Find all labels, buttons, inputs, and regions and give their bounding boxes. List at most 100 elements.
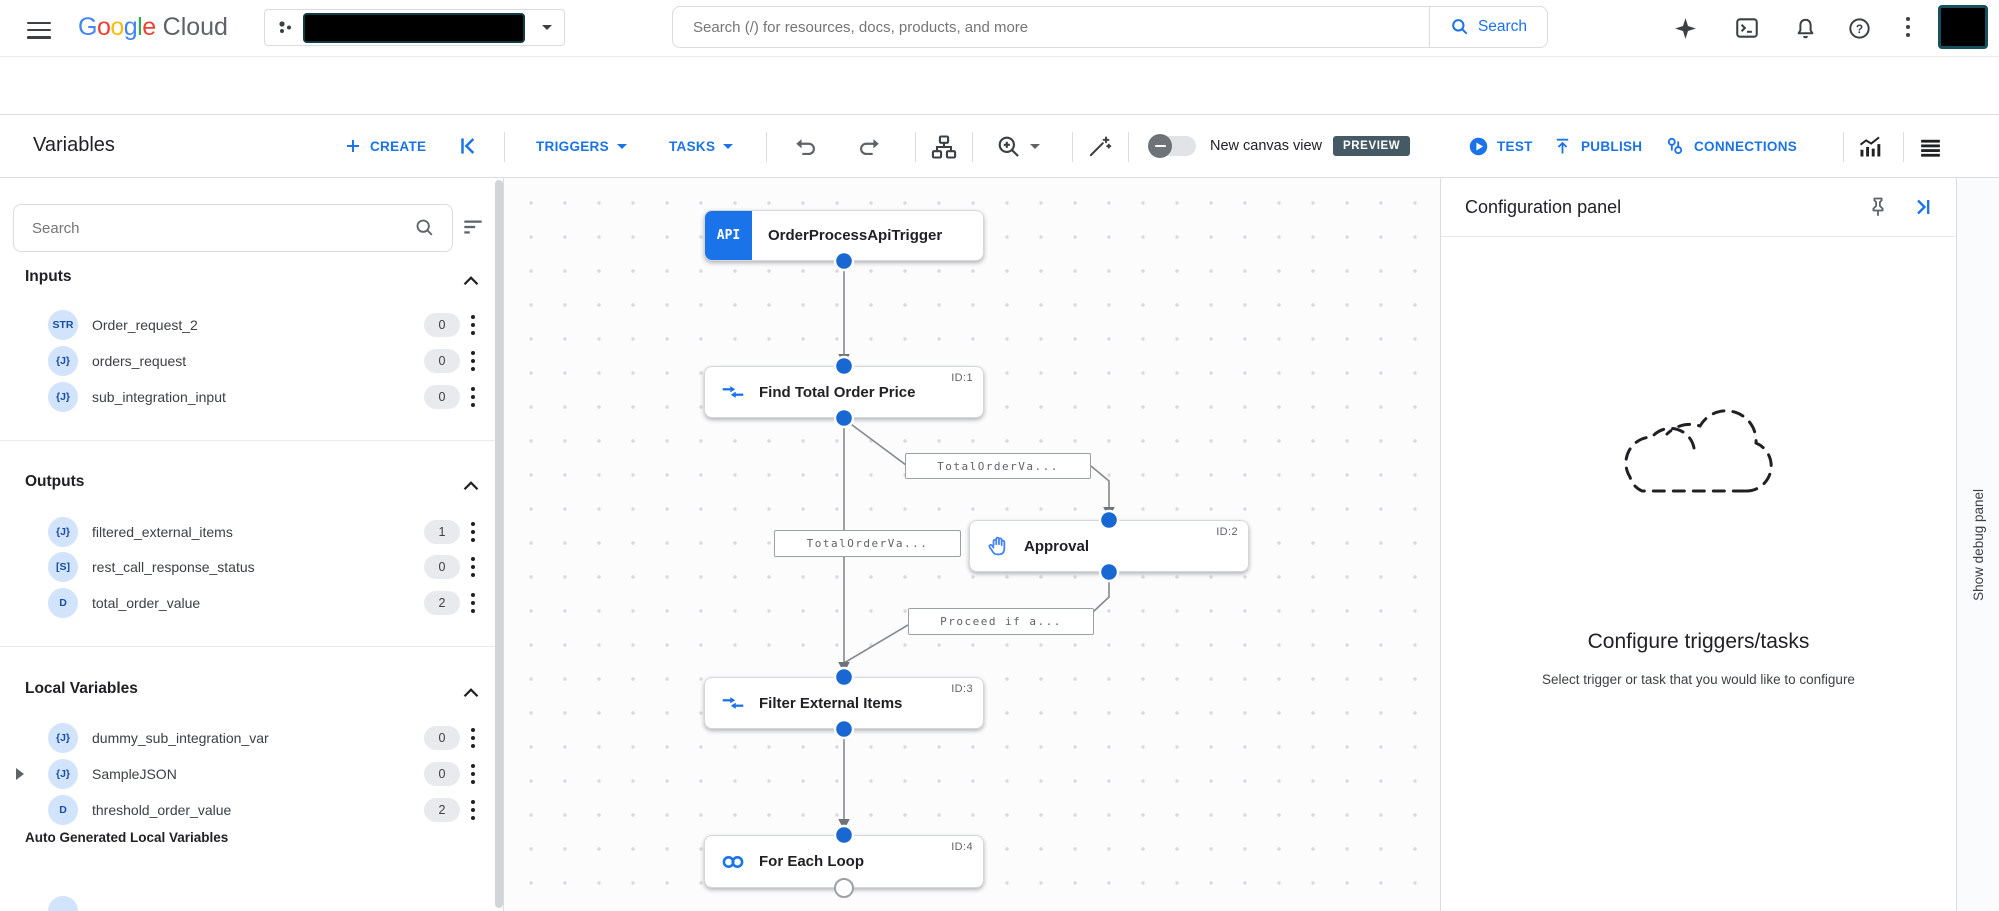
chevron-up-icon[interactable] [458, 473, 484, 499]
chevron-up-icon[interactable] [458, 268, 484, 294]
google-cloud-logo: Google Cloud [78, 13, 228, 42]
node-order-process-api-trigger[interactable]: API OrderProcessApiTrigger [704, 210, 984, 261]
project-selector[interactable] [264, 9, 565, 46]
variable-name: SampleJSON [92, 766, 177, 782]
auto-layout-icon[interactable] [930, 133, 958, 161]
hamburger-menu-icon[interactable] [27, 17, 51, 43]
chevron-down-icon [1030, 144, 1040, 149]
canvas-toolbar: Variables CREATE TRIGGERS TASKS [0, 115, 1999, 178]
node-filter-external-items[interactable]: Filter External Items ID:3 [704, 677, 984, 729]
cloud-shell-icon[interactable] [1730, 11, 1764, 45]
integration-canvas[interactable]: API OrderProcessApiTrigger Find Total Or… [504, 178, 1440, 911]
help-icon[interactable]: ? [1842, 11, 1876, 45]
connections-label: CONNECTIONS [1694, 138, 1798, 154]
gemini-sparkle-icon[interactable] [1668, 11, 1702, 45]
collapse-panel-icon[interactable] [456, 133, 482, 159]
node-approval[interactable]: Approval ID:2 [969, 520, 1249, 572]
configure-subtext: Select trigger or task that you would li… [1542, 672, 1855, 687]
publish-button[interactable]: PUBLISH [1552, 132, 1642, 160]
logs-list-icon[interactable] [1918, 135, 1943, 160]
plus-icon [347, 140, 359, 152]
variable-type-badge: {J} [48, 517, 78, 547]
test-button[interactable]: TEST [1468, 132, 1533, 160]
show-debug-panel-strip[interactable]: Show debug panel [1956, 178, 1999, 911]
variable-row[interactable]: D threshold_order_value 2 [0, 792, 496, 828]
create-variable-button[interactable]: CREATE [344, 133, 426, 159]
global-search-bar: Search [672, 6, 1548, 48]
variable-row[interactable]: D total_order_value 2 [0, 585, 496, 621]
variable-menu-icon[interactable] [464, 348, 482, 374]
node-find-total-order-price[interactable]: Find Total Order Price ID:1 [704, 366, 984, 418]
edge-label[interactable]: TotalOrderVa... [774, 530, 961, 557]
variable-type-badge-partial [48, 896, 78, 911]
avatar[interactable] [1938, 5, 1988, 49]
cloud-logo-text: Cloud [162, 13, 228, 41]
tasks-dropdown[interactable]: TASKS [669, 133, 734, 159]
chevron-down-icon [542, 25, 552, 30]
project-icon [279, 20, 291, 33]
variable-type-badge: STR [48, 310, 78, 340]
divider [1843, 132, 1844, 162]
divider [0, 440, 503, 441]
metrics-chart-icon[interactable] [1856, 134, 1883, 161]
variable-count-badge: 0 [424, 385, 460, 409]
variable-name: orders_request [92, 353, 187, 369]
variable-row[interactable]: {J} sub_integration_input 0 [0, 379, 496, 415]
global-search-input[interactable] [673, 18, 1429, 36]
project-name-redacted [305, 14, 523, 41]
divider [1128, 132, 1129, 162]
preview-badge: PREVIEW [1333, 136, 1411, 156]
create-label: CREATE [370, 138, 427, 154]
divider [766, 132, 767, 162]
chevron-up-icon[interactable] [458, 680, 484, 706]
zoom-control[interactable] [995, 133, 1040, 160]
node-id: ID:2 [1216, 526, 1238, 538]
node-for-each-loop[interactable]: For Each Loop ID:4 [704, 835, 984, 888]
variables-search-input[interactable] [14, 219, 414, 237]
variable-row[interactable]: {J} SampleJSON 0 [0, 756, 496, 792]
variable-menu-icon[interactable] [464, 312, 482, 338]
triggers-dropdown[interactable]: TRIGGERS [536, 133, 627, 159]
data-mapping-icon [719, 689, 747, 717]
variable-menu-icon[interactable] [464, 590, 482, 616]
edge-label[interactable]: TotalOrderVa... [905, 453, 1091, 479]
new-canvas-view-toggle[interactable] [1148, 134, 1196, 158]
redo-icon[interactable] [856, 134, 882, 160]
variable-row[interactable]: [S] rest_call_response_status 0 [0, 549, 496, 585]
pin-icon[interactable] [1866, 195, 1890, 219]
variable-menu-icon[interactable] [464, 554, 482, 580]
search-button[interactable]: Search [1429, 7, 1547, 47]
connections-icon [1667, 137, 1683, 155]
notifications-bell-icon[interactable] [1788, 11, 1822, 45]
variable-row[interactable]: {J} filtered_external_items 1 [0, 514, 496, 550]
show-debug-panel-label: Show debug panel [1970, 488, 1986, 601]
variable-count-badge: 0 [424, 762, 460, 786]
variable-row[interactable]: {J} orders_request 0 [0, 343, 496, 379]
node-title: Filter External Items [759, 694, 903, 712]
node-id: ID:1 [951, 372, 973, 384]
more-options-icon[interactable] [1899, 14, 1917, 40]
undo-icon[interactable] [793, 134, 819, 160]
variable-menu-icon[interactable] [464, 797, 482, 823]
search-button-label: Search [1477, 18, 1528, 35]
variable-menu-icon[interactable] [464, 761, 482, 787]
variable-count-badge: 1 [424, 520, 460, 544]
sidebar-scrollbar[interactable] [495, 180, 503, 908]
variable-menu-icon[interactable] [464, 519, 482, 545]
collapse-right-icon[interactable] [1910, 195, 1934, 219]
connections-button[interactable]: CONNECTIONS [1664, 132, 1797, 160]
variable-menu-icon[interactable] [464, 384, 482, 410]
magic-wand-icon[interactable] [1086, 134, 1112, 160]
variable-row[interactable]: STR Order_request_2 0 [0, 307, 496, 343]
sort-filter-icon[interactable] [460, 214, 486, 240]
variable-count-badge: 0 [424, 349, 460, 373]
expand-triangle-icon[interactable] [16, 768, 24, 780]
edge-label[interactable]: Proceed if a... [908, 608, 1094, 635]
variables-panel-title: Variables [33, 134, 115, 156]
variable-type-badge: {J} [48, 346, 78, 376]
variable-type-badge: D [48, 588, 78, 618]
variable-menu-icon[interactable] [464, 725, 482, 751]
chevron-down-icon [723, 143, 734, 149]
configuration-panel-header: Configuration panel [1441, 178, 1956, 237]
variable-row[interactable]: {J} dummy_sub_integration_var 0 [0, 720, 496, 756]
